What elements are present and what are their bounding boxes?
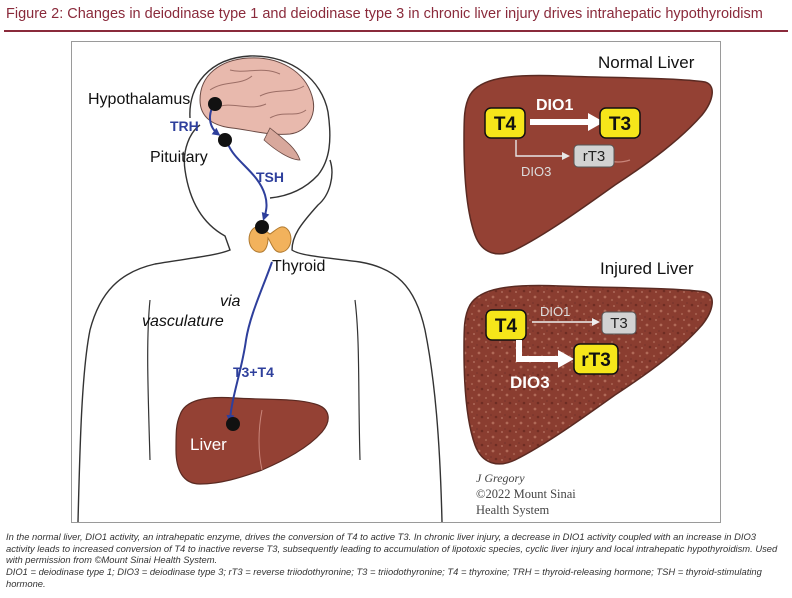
injured-rt3-box — [573, 343, 619, 375]
injured-t3-box — [601, 311, 637, 335]
hypothalamus-label: Hypothalamus — [88, 91, 190, 108]
caption-paragraph-2: DIO1 = deiodinase type 1; DIO3 = deiodin… — [6, 566, 762, 589]
credit-line-3: Health System — [476, 503, 550, 517]
vasculature-label: vasculature — [142, 313, 224, 330]
tsh-arrow — [227, 143, 270, 221]
injured-liver-heading: Injured Liver — [600, 259, 694, 278]
caption-paragraph-1: In the normal liver, DIO1 activity, an i… — [6, 531, 778, 566]
normal-rt3-label: rT3 — [583, 148, 606, 165]
normal-t3-label: T3 — [609, 114, 631, 135]
credit-line-2: ©2022 Mount Sinai — [476, 487, 576, 501]
injured-dio3-label: DIO3 — [510, 373, 550, 392]
injured-t3-label: T3 — [610, 315, 628, 332]
normal-rt3-box — [573, 144, 615, 168]
body-silhouette — [77, 124, 443, 523]
pituitary-label: Pituitary — [150, 149, 208, 166]
thyroid-label: Thyroid — [272, 258, 325, 275]
normal-dio3-arrow — [515, 140, 570, 160]
normal-dio1-label: DIO1 — [536, 97, 573, 114]
thyroid-icon — [248, 226, 292, 253]
normal-dio3-label: DIO3 — [521, 164, 551, 179]
pituitary-dot — [218, 133, 232, 147]
injured-dio1-label: DIO1 — [540, 304, 570, 319]
figure-title: Figure 2: Changes in deiodinase type 1 a… — [6, 6, 763, 22]
injured-t4-label: T4 — [495, 316, 518, 337]
tsh-label: TSH — [256, 169, 284, 185]
thyroid-dot — [255, 220, 269, 234]
injured-rt3-label: rT3 — [581, 350, 611, 371]
hypothalamus-dot — [208, 97, 222, 111]
t3-t4-label: T3+T4 — [233, 364, 274, 380]
normal-t3-box — [599, 107, 641, 139]
liver-label: Liver — [190, 435, 227, 454]
normal-liver-heading: Normal Liver — [598, 53, 695, 72]
normal-t4-label: T4 — [494, 114, 517, 135]
trh-arrow — [209, 107, 221, 136]
trh-label: TRH — [170, 118, 199, 134]
figure-frame — [71, 41, 721, 523]
vasculature-arrow — [226, 261, 273, 423]
title-divider — [4, 30, 788, 32]
body-liver-icon — [175, 396, 329, 485]
brain-icon — [199, 57, 314, 161]
via-label: via — [220, 293, 241, 310]
injured-dio3-arrow — [516, 340, 560, 362]
credit-line-1: J Gregory — [476, 471, 525, 485]
liver-dot — [226, 417, 240, 431]
injured-t4-box — [485, 309, 527, 341]
normal-t4-box — [484, 107, 526, 139]
